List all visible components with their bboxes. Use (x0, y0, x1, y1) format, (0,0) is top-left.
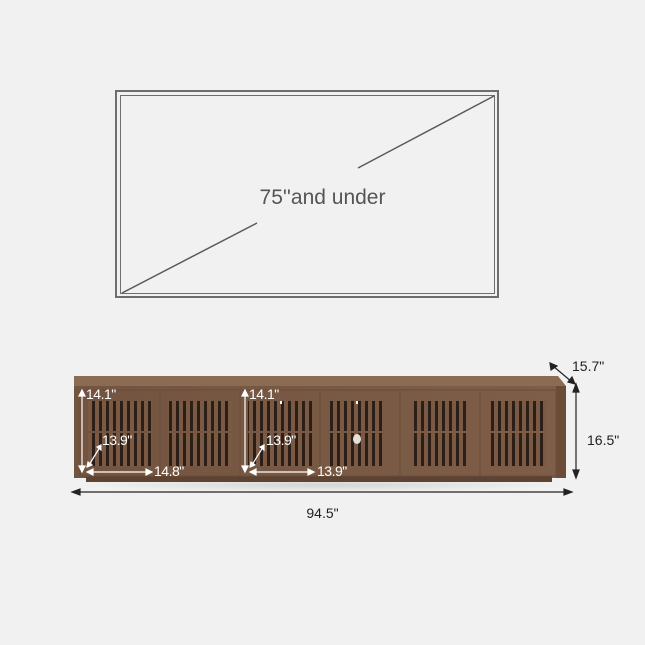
dim-compartment-depth-2: 13.9" (266, 432, 296, 448)
dim-door-height-2: 14.1" (249, 386, 279, 402)
dim-compartment-width-2: 13.9" (317, 463, 347, 479)
dim-overall-depth: 15.7" (572, 358, 605, 374)
dim-overall-width: 94.5" (306, 505, 339, 521)
dim-compartment-width: 14.8" (154, 463, 184, 479)
tv-outline-outer (115, 90, 499, 298)
dim-compartment-depth: 13.9" (102, 432, 132, 448)
tv-outline-inner (120, 95, 495, 294)
tv-size-label: 75''and under (259, 186, 386, 209)
dim-door-height: 14.1" (86, 386, 116, 402)
dim-overall-height: 16.5" (587, 432, 620, 448)
